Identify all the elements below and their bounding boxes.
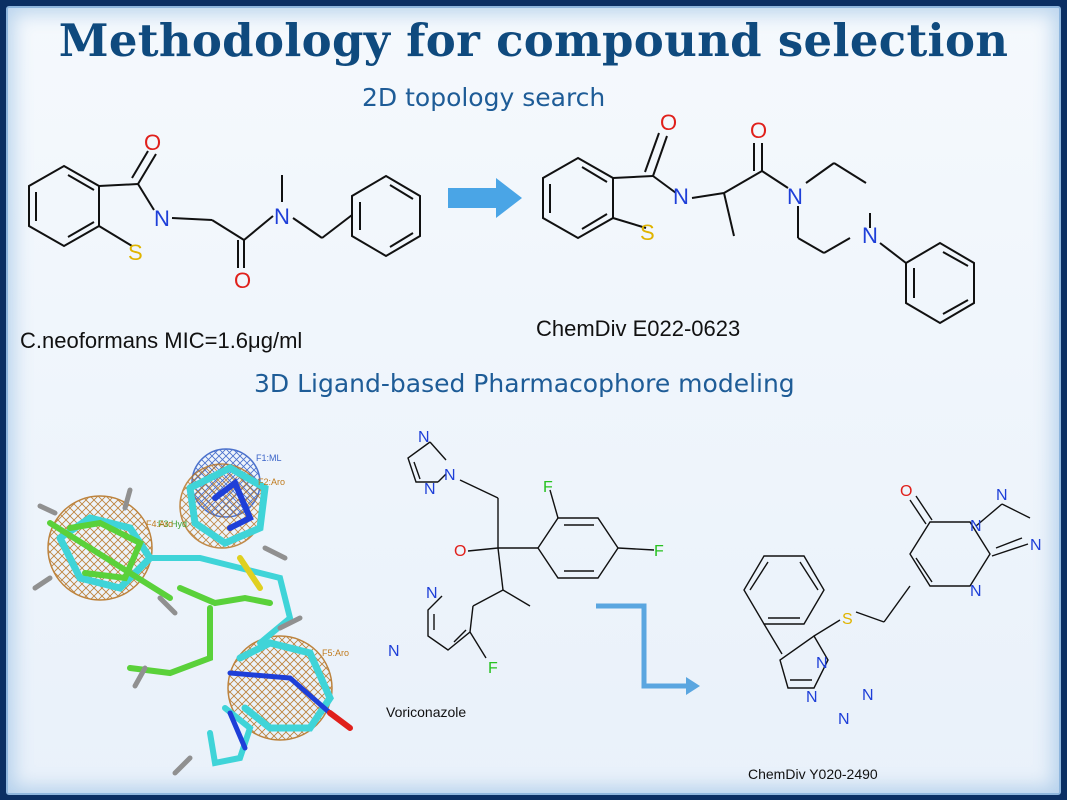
nitrogen-label: N: [274, 204, 290, 229]
nitrogen-label: N: [862, 687, 874, 704]
structure-chemdiv-y020-2490: O N N N N S N N N N: [743, 483, 1042, 728]
fluorine-label: F: [488, 660, 498, 677]
elbow-arrow-icon: [596, 603, 700, 695]
voriconazole-caption: Voriconazole: [386, 704, 467, 720]
oxygen-label: O: [234, 268, 251, 293]
sulfur-label: S: [842, 611, 853, 628]
oxygen-label: O: [900, 483, 912, 500]
right-compound-caption: ChemDiv E022-0623: [536, 316, 741, 341]
structure-left-compound: O N S O N: [28, 130, 421, 293]
fluorine-label: F: [543, 479, 553, 496]
arrow-icon: [448, 178, 522, 218]
nitrogen-label: N: [970, 583, 982, 600]
nitrogen-label: N: [996, 487, 1008, 504]
pharmacophore-heading: 3D Ligand-based Pharmacophore modeling: [254, 369, 795, 398]
pharmacophore-feature-label: F1:ML: [256, 453, 282, 463]
nitrogen-label: N: [418, 429, 430, 446]
pharmacophore-3d-model: F1:ML F2:Aro F3:Hyd F4:Aro F5:Aro: [32, 448, 353, 776]
bottom-right-caption: ChemDiv Y020-2490: [748, 766, 878, 782]
structure-voriconazole: N N N O F F N N F: [388, 429, 664, 677]
nitrogen-label: N: [388, 643, 400, 660]
nitrogen-label: N: [424, 481, 436, 498]
nitrogen-label: N: [862, 223, 878, 248]
page-title: Methodology for compound selection: [58, 14, 1009, 67]
nitrogen-label: N: [970, 518, 982, 535]
nitrogen-label: N: [154, 206, 170, 231]
pharmacophore-feature-label: F5:Aro: [322, 648, 349, 658]
oxygen-label: O: [454, 543, 466, 560]
oxygen-label: O: [750, 118, 767, 143]
fluorine-label: F: [654, 543, 664, 560]
topology-heading: 2D topology search: [362, 83, 606, 112]
left-compound-caption: C.neoformans MIC=1.6μg/ml: [20, 328, 303, 353]
nitrogen-label: N: [444, 467, 456, 484]
oxygen-label: O: [144, 130, 161, 155]
pharmacophore-feature-label: F2:Aro: [258, 477, 285, 487]
pharmacophore-feature-label: F3:Hyd: [158, 519, 187, 529]
oxygen-label: O: [660, 110, 677, 135]
nitrogen-label: N: [1030, 537, 1042, 554]
nitrogen-label: N: [806, 689, 818, 706]
nitrogen-label: N: [787, 184, 803, 209]
structure-chemdiv-e022-0623: O N S O N N: [542, 110, 975, 325]
nitrogen-label: N: [426, 585, 438, 602]
sulfur-label: S: [128, 240, 143, 265]
nitrogen-label: N: [838, 711, 850, 728]
slide: Methodology for compound selection 2D to…: [6, 6, 1061, 795]
sulfur-label: S: [640, 220, 655, 245]
nitrogen-label: N: [673, 184, 689, 209]
pharmacophore-feature-label: F4:Aro: [146, 519, 173, 529]
nitrogen-label: N: [816, 655, 828, 672]
